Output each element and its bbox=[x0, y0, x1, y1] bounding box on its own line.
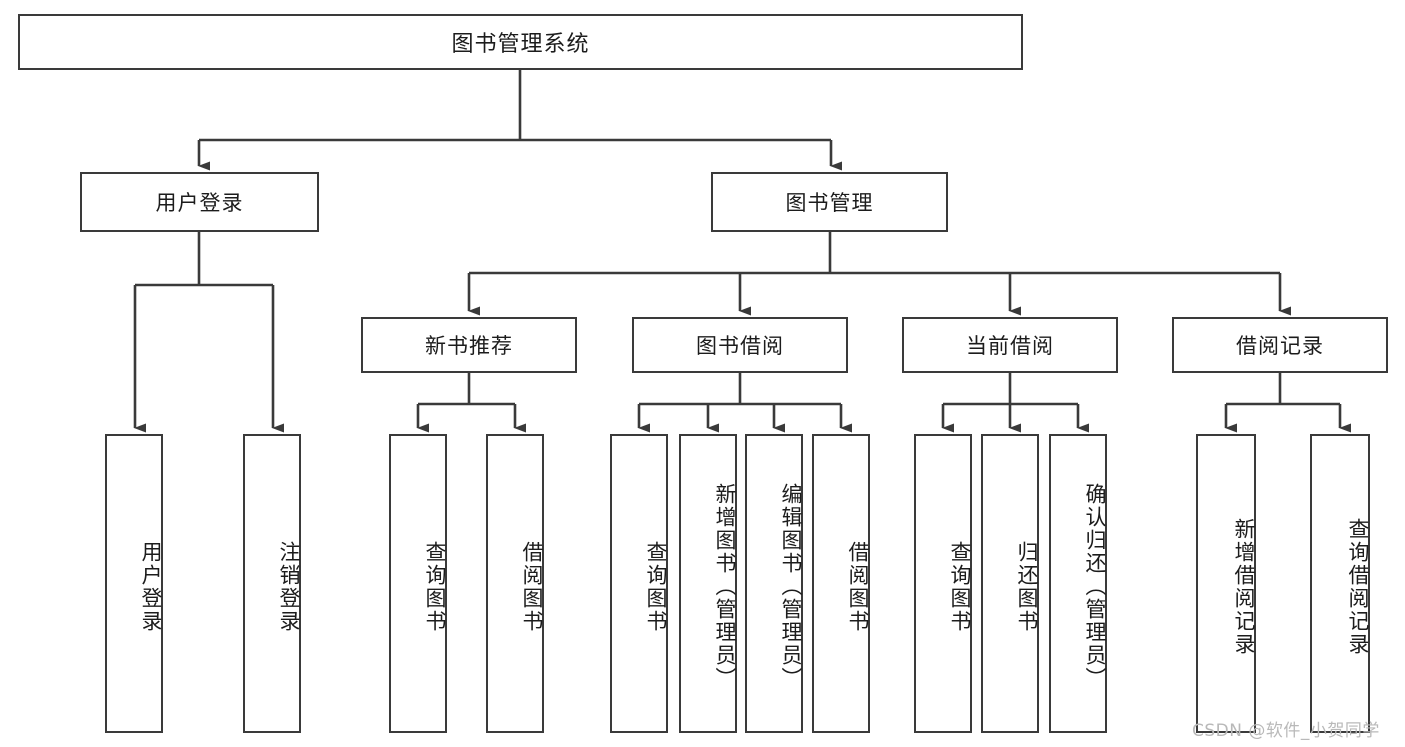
node-borrow-record[interactable]: 借阅记录 bbox=[1172, 317, 1388, 373]
node-leaf-query-book-rec[interactable]: 查询图书 bbox=[389, 434, 447, 733]
node-leaf-query-book-rec-label: 查询图书 bbox=[423, 540, 447, 633]
node-leaf-borrow-book-rec-label: 借阅图书 bbox=[520, 540, 544, 633]
node-book-manage[interactable]: 图书管理 bbox=[711, 172, 948, 232]
node-leaf-query-book-cur[interactable]: 查询图书 bbox=[914, 434, 972, 733]
node-leaf-query-book-borrow-label: 查询图书 bbox=[644, 540, 668, 633]
node-root-label: 图书管理系统 bbox=[451, 32, 590, 57]
node-user-login[interactable]: 用户登录 bbox=[80, 172, 319, 232]
node-current-borrow-label: 当前借阅 bbox=[966, 334, 1054, 358]
node-leaf-borrow-book-rec[interactable]: 借阅图书 bbox=[486, 434, 544, 733]
node-leaf-query-book-cur-label: 查询图书 bbox=[948, 540, 972, 633]
node-leaf-query-record-label: 查询借阅记录 bbox=[1346, 517, 1370, 656]
node-leaf-borrow-book-label: 借阅图书 bbox=[846, 540, 870, 633]
node-new-book-recommend[interactable]: 新书推荐 bbox=[361, 317, 577, 373]
node-leaf-user-logout-label: 注销登录 bbox=[277, 540, 301, 633]
node-leaf-borrow-book[interactable]: 借阅图书 bbox=[812, 434, 870, 733]
node-borrow-record-label: 借阅记录 bbox=[1236, 334, 1324, 358]
node-leaf-confirm-return[interactable]: 确认归还（管理员） bbox=[1049, 434, 1107, 733]
node-root[interactable]: 图书管理系统 bbox=[18, 14, 1023, 70]
node-leaf-query-record[interactable]: 查询借阅记录 bbox=[1310, 434, 1370, 733]
node-leaf-add-record-label: 新增借阅记录 bbox=[1232, 517, 1256, 656]
node-leaf-add-record[interactable]: 新增借阅记录 bbox=[1196, 434, 1256, 733]
node-current-borrow[interactable]: 当前借阅 bbox=[902, 317, 1118, 373]
node-leaf-edit-book-label: 编辑图书（管理员） bbox=[779, 483, 803, 690]
node-leaf-confirm-return-label: 确认归还（管理员） bbox=[1083, 483, 1107, 690]
csdn-watermark: CSDN @软件_小贺同学 bbox=[1192, 721, 1380, 741]
node-leaf-user-login[interactable]: 用户登录 bbox=[105, 434, 163, 733]
node-leaf-add-book[interactable]: 新增图书（管理员） bbox=[679, 434, 737, 733]
node-leaf-return-book-label: 归还图书 bbox=[1015, 540, 1039, 633]
node-leaf-user-login-label: 用户登录 bbox=[139, 540, 163, 633]
node-leaf-user-logout[interactable]: 注销登录 bbox=[243, 434, 301, 733]
node-leaf-query-book-borrow[interactable]: 查询图书 bbox=[610, 434, 668, 733]
node-book-borrow[interactable]: 图书借阅 bbox=[632, 317, 848, 373]
node-leaf-return-book[interactable]: 归还图书 bbox=[981, 434, 1039, 733]
node-leaf-edit-book[interactable]: 编辑图书（管理员） bbox=[745, 434, 803, 733]
node-book-manage-label: 图书管理 bbox=[785, 191, 874, 215]
node-new-book-recommend-label: 新书推荐 bbox=[425, 334, 513, 358]
node-book-borrow-label: 图书借阅 bbox=[696, 334, 784, 358]
node-user-login-label: 用户登录 bbox=[155, 191, 244, 215]
node-leaf-add-book-label: 新增图书（管理员） bbox=[713, 483, 737, 690]
